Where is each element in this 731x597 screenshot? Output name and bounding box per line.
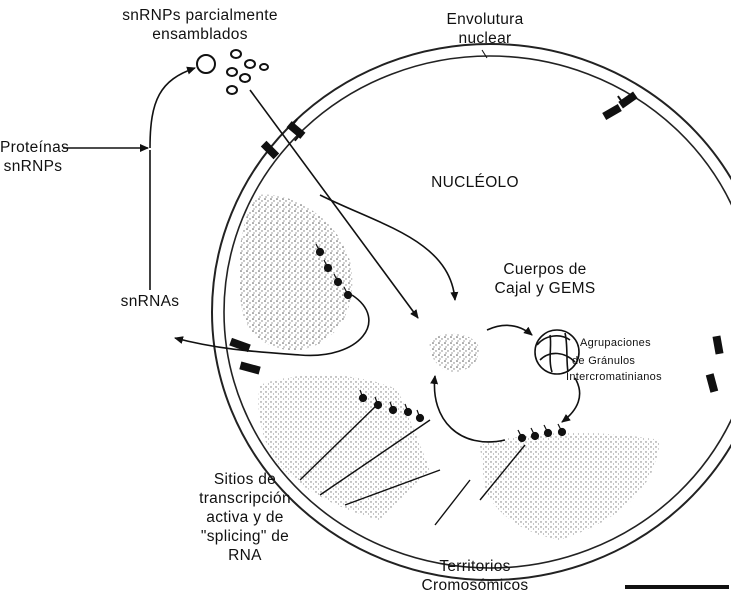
label-snrnas: snRNAs	[110, 292, 190, 311]
scale-bar	[625, 585, 729, 589]
arrow-loop-back	[434, 376, 505, 442]
label-cajal-bodies: Cuerpos de Cajal y GEMS	[480, 260, 610, 298]
snrnp-particles	[197, 50, 268, 94]
arrow-to-cluster	[487, 325, 532, 335]
arrow-cluster-down	[562, 378, 580, 422]
label-nuclear-envelope: Envolutura nuclear	[420, 10, 550, 48]
label-granule-clusters: Agrupaciones de Gránulos Intercromatinia…	[568, 336, 698, 384]
label-chromosome-territories: Territorios Cromosómicos	[405, 557, 545, 595]
chromosome-territory-2	[480, 433, 660, 540]
label-proteins: Proteínas snRNPs	[0, 138, 66, 176]
label-snrnps-partial: snRNPs parcialmente ensamblados	[110, 6, 290, 44]
label-nucleolus: NUCLÉOLO	[415, 173, 535, 192]
label-transcription-sites: Sitios de transcripción activa y de "spl…	[180, 470, 310, 565]
chromatin-region-left	[239, 195, 352, 351]
cajal-body-blob	[430, 334, 479, 372]
arrow-up-to-snrnps	[150, 68, 195, 148]
